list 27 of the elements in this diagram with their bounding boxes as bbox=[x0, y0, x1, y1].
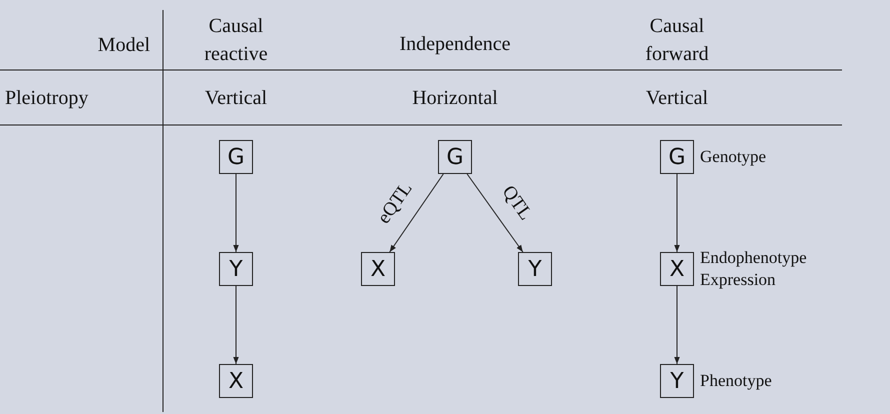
node-caption: Endophenotype bbox=[700, 247, 807, 269]
node-box: G bbox=[219, 140, 253, 174]
arrow bbox=[233, 286, 239, 364]
table-text: Pleiotropy bbox=[5, 86, 90, 111]
node-box: X bbox=[361, 252, 395, 286]
node-box: X bbox=[219, 364, 253, 398]
node-box: Y bbox=[518, 252, 552, 286]
node-box: Y bbox=[660, 364, 694, 398]
node-box: G bbox=[438, 140, 472, 174]
node-caption: Genotype bbox=[700, 146, 766, 168]
table-text: Causal forward bbox=[644, 14, 710, 67]
node-box: G bbox=[660, 140, 694, 174]
node-box: Y bbox=[219, 252, 253, 286]
arrow bbox=[389, 174, 444, 252]
table-text: Causal reactive bbox=[203, 14, 269, 67]
node-caption: Phenotype bbox=[700, 370, 772, 392]
table-text: Independence bbox=[398, 32, 512, 57]
arrow bbox=[674, 174, 680, 252]
node-caption: Expression bbox=[700, 269, 777, 291]
arrow bbox=[233, 174, 239, 252]
table-text: Model bbox=[96, 33, 150, 58]
table-text: Vertical bbox=[204, 86, 268, 111]
arrow bbox=[466, 174, 524, 252]
table-text: Vertical bbox=[644, 86, 710, 111]
table-text: Horizontal bbox=[411, 86, 499, 111]
arrow bbox=[674, 286, 680, 364]
node-box: X bbox=[660, 252, 694, 286]
